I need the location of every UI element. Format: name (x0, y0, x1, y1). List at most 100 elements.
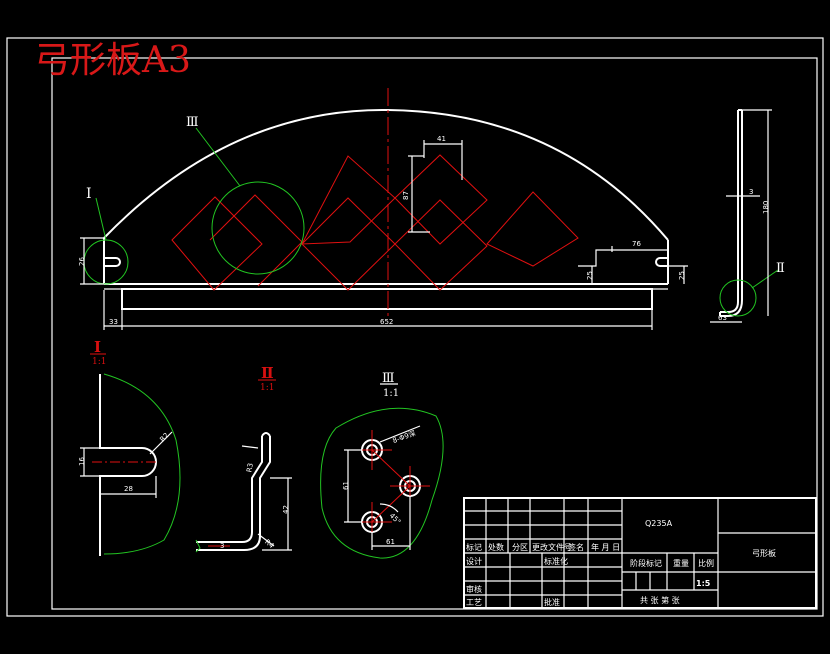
tb-r-review: 审核 (466, 584, 482, 594)
dim-42: 42 (262, 477, 292, 551)
left-notch (104, 257, 121, 267)
dim-iii-61-vertical: 61 (342, 449, 362, 523)
dim-26-text: 26 (78, 257, 86, 266)
dim-ii-r4-leader (257, 533, 275, 547)
diamond-7 (486, 191, 579, 267)
dim-25a-text: 25 (586, 271, 594, 280)
hole-centermarks (352, 430, 430, 542)
detail-circle-iii (211, 181, 305, 275)
dim-76-text: 76 (632, 240, 641, 248)
dim-3-side: 3 (726, 188, 760, 197)
detail-circle-i (83, 239, 129, 285)
tb-r-process: 工艺 (466, 598, 482, 607)
detail-iii-view: Ⅲ 1:1 8-Φ9深 61 61 45° (320, 371, 444, 559)
dim-652-text: 652 (380, 318, 393, 326)
dim-iii-61b-text: 61 (386, 538, 395, 546)
tb-h-mark: 标记 (466, 542, 482, 552)
tb-material: Q235A (645, 519, 673, 528)
tb-weight: 重量 (673, 558, 689, 568)
detail-ii-scale: 1:1 (260, 383, 274, 393)
detail-i-scale: 1:1 (92, 357, 106, 367)
dim-ii-r3-text: R3 (245, 462, 254, 473)
drawing-title: 弓形板A3 (34, 40, 191, 81)
tb-h-date: 年 月 日 (591, 542, 620, 552)
front-view: I Ⅲ 41 87 76 25 25 (78, 88, 688, 330)
tb-h-sign: 签名 (568, 542, 584, 552)
detail-circle-ii (719, 279, 757, 317)
detail-ii-outer (196, 436, 263, 543)
detail-i-profile (99, 374, 157, 556)
detail-i-break (103, 373, 181, 555)
dim-26: 26 (78, 237, 104, 285)
dim-iii-phi-leader (379, 425, 421, 443)
callout-iii: Ⅲ (186, 115, 199, 130)
leader-iii (195, 127, 241, 187)
detail-ii-inner (196, 436, 271, 551)
dim-180-text: 180 (762, 201, 770, 214)
tb-h-zone: 分区 (512, 543, 528, 552)
leader-i (95, 197, 107, 241)
dim-ir-leader (149, 431, 173, 455)
dim-87: 87 (402, 155, 430, 233)
dim-iii-45-text: 45° (388, 512, 402, 526)
diamond-1 (171, 196, 263, 291)
callout-ii: Ⅱ (776, 261, 785, 276)
dim-i28-text: 28 (124, 485, 133, 493)
detail-ii-view: Ⅱ 1:1 R3 42 R4 3 (195, 364, 292, 553)
dim-ir-text: R2 (158, 431, 170, 443)
tb-r-std: 标准化 (544, 556, 568, 566)
tb-stage: 阶段标记 (630, 558, 662, 568)
dim-76: 76 (611, 240, 668, 252)
dim-180-side: 180 (742, 109, 772, 316)
dim-iii-45-arc (379, 503, 399, 513)
tb-ratio: 比例 (698, 558, 714, 568)
side-view: Ⅱ 3 180 63 (710, 109, 785, 323)
dim-63-side: 63 (710, 314, 742, 323)
diamond-6 (394, 199, 488, 291)
bottom-flange (121, 288, 653, 310)
dim-33-text: 33 (109, 318, 118, 326)
dim-25b-text: 25 (678, 271, 686, 280)
dim-25-left: 25 (586, 266, 594, 284)
dim-33-652: 33 652 (103, 290, 653, 330)
dim-ii-r3-leader (241, 445, 259, 449)
dim-16: 16 (78, 447, 100, 477)
leader-ii (751, 269, 779, 289)
diamond-2 (209, 194, 303, 287)
sheet-outer-frame (6, 37, 824, 617)
detail-ii-top (261, 432, 271, 437)
dim-41-text: 41 (437, 135, 446, 143)
callout-i: I (86, 186, 92, 202)
sheet-inner-frame (51, 57, 818, 610)
tb-h-docno: 更改文件号 (532, 542, 572, 552)
side-outer (720, 110, 739, 313)
step-line (578, 249, 612, 267)
tb-r-design: 设计 (466, 556, 482, 566)
dim-i16-text: 16 (78, 457, 86, 466)
tb-r-approve: 批准 (544, 597, 560, 607)
dim-87-text: 87 (402, 191, 410, 200)
dim-25-right: 25 (668, 265, 688, 284)
dim-41: 41 (423, 135, 463, 180)
tb-sheets: 共 张 第 张 (640, 595, 680, 605)
detail-iii-scale: 1:1 (383, 388, 399, 399)
dim-iii-61-horizontal: 61 (371, 496, 411, 550)
dim-ii-42-text: 42 (282, 505, 290, 514)
dim-3-text: 3 (749, 188, 753, 196)
title-block: Q235A 弓形板 1:5 标记 处数 分区 更改文件号 签名 年 月 日 设计… (463, 497, 817, 609)
detail-iii-mark: Ⅲ (382, 371, 395, 386)
detail-iii-break (320, 407, 444, 559)
tb-h-count: 处数 (488, 542, 504, 552)
tb-part-name: 弓形板 (752, 548, 776, 558)
detail-ii-break (195, 539, 201, 553)
side-inner (720, 110, 743, 317)
dim-63-text: 63 (718, 314, 727, 322)
hole-connectors (371, 449, 411, 523)
dim-28: 28 (100, 476, 157, 498)
detail-ii-mark: Ⅱ (261, 364, 274, 382)
dim-iii-61a-text: 61 (342, 481, 350, 490)
dim-ii-3-text: 3 (220, 542, 224, 550)
detail-i-view: I 1:1 16 28 R2 (78, 338, 181, 556)
tb-scale: 1:5 (696, 579, 711, 588)
